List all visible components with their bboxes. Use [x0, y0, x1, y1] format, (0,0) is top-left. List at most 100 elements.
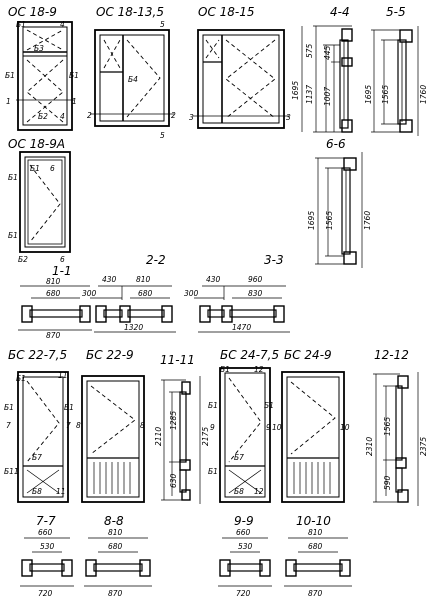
mark-3: 3	[286, 113, 291, 122]
mark-b2: Б2	[38, 112, 48, 121]
mark-3: 3	[189, 113, 194, 122]
section-9-9	[218, 537, 272, 587]
mark-5: 5	[160, 20, 165, 29]
mark-10: 10	[272, 423, 282, 432]
mark-b1: Б1	[30, 164, 40, 173]
section-6-6	[315, 152, 363, 268]
dim-720: 720	[236, 589, 251, 598]
dim-680: 680	[108, 542, 123, 551]
title-bc-24-9: БС 24-9	[284, 348, 332, 362]
section-label-11-11: 11-11	[160, 353, 195, 367]
mark-b1: Б1	[4, 403, 14, 412]
section-label-7-7: 7-7	[36, 514, 56, 528]
mark-b4: Б4	[128, 75, 138, 84]
lower-panel-grille	[93, 462, 131, 494]
mark-2: 2	[171, 111, 176, 120]
dim-810: 810	[308, 528, 323, 537]
mark-10: 10	[340, 423, 350, 432]
mark-11: 11	[56, 487, 66, 496]
mark-12: 12	[254, 365, 264, 374]
section-11-11	[161, 376, 201, 504]
mark-b1: Б1	[208, 467, 218, 476]
title-bc-22-9: БС 22-9	[86, 348, 134, 362]
dim-2110: 2110	[154, 427, 163, 446]
mark-b1: Б1	[16, 20, 26, 29]
dim-1695: 1695	[364, 85, 373, 104]
dim-300: 300	[82, 289, 97, 298]
dim-720: 720	[38, 589, 53, 598]
dim-1695: 1695	[307, 211, 316, 230]
dim-660: 660	[236, 528, 251, 537]
door-bc-22-9	[81, 375, 145, 503]
mark-7: 7	[66, 421, 71, 430]
section-label-9-9: 9-9	[234, 514, 254, 528]
title-bc-24-7-5: БС 24-7,5	[220, 348, 279, 362]
mark-b7: Б7	[234, 453, 244, 462]
door-bc-24-9	[281, 371, 345, 503]
mark-b1: Б1	[16, 374, 26, 383]
mark-12: 12	[254, 487, 264, 496]
section-3-3	[194, 285, 290, 333]
mark-b1: Б1	[69, 71, 79, 80]
section-2-2	[90, 285, 176, 333]
dim-1565: 1565	[325, 211, 334, 230]
dim-1137: 1137	[305, 85, 314, 104]
dim-1695: 1695	[291, 81, 300, 100]
section-label-10-10: 10-10	[296, 514, 331, 528]
dim-1285: 1285	[169, 411, 178, 430]
dim-590: 590	[383, 475, 392, 490]
section-4-4	[313, 25, 353, 133]
dim-960: 960	[248, 275, 263, 284]
dim-810: 810	[136, 275, 151, 284]
dim-830: 830	[248, 289, 263, 298]
section-label-4-4: 4-4	[330, 5, 350, 19]
mark-6: 6	[50, 164, 55, 173]
dim-1760: 1760	[419, 85, 428, 104]
title-oc-18-9a: ОС 18-9А	[8, 137, 65, 151]
dim-870: 870	[108, 589, 123, 598]
title-oc-18-9: ОС 18-9	[8, 5, 57, 19]
dim-1320: 1320	[124, 323, 143, 332]
section-1-1	[18, 285, 92, 331]
section-label-12-12: 12-12	[374, 348, 409, 362]
dim-1565: 1565	[383, 417, 392, 436]
window-oc-18-13-5	[90, 29, 174, 127]
dim-530: 530	[238, 542, 253, 551]
dim-870: 870	[46, 331, 61, 340]
section-7-7	[20, 537, 74, 587]
mark-b2: Б2	[18, 255, 28, 264]
dim-2175: 2175	[201, 427, 210, 446]
dim-870: 870	[308, 589, 323, 598]
dim-575: 575	[305, 43, 314, 58]
mark-7: 7	[6, 421, 11, 430]
window-oc-18-9a	[19, 151, 71, 253]
mark-b1: Б1	[208, 401, 218, 410]
dim-530: 530	[40, 542, 55, 551]
mark-4: 4	[60, 112, 65, 121]
section-8-8	[84, 537, 152, 587]
mark-b3: Б3	[34, 44, 44, 53]
dim-2375: 2375	[419, 437, 428, 456]
dim-445: 445	[323, 45, 332, 60]
title-oc-18-13-5: ОС 18-13,5	[96, 5, 164, 19]
section-12-12	[373, 372, 419, 506]
lower-panel-grille	[293, 462, 331, 494]
mark-b1: Б1	[264, 401, 274, 410]
mark-2: 2	[87, 111, 92, 120]
mark-4: 4	[60, 20, 65, 29]
mark-8: 8	[76, 421, 81, 430]
mark-b1: Б1	[8, 231, 18, 240]
window-oc-18-15	[193, 29, 289, 129]
section-label-1-1: 1-1	[52, 264, 72, 278]
dim-660: 660	[38, 528, 53, 537]
section-5-5	[371, 26, 419, 136]
door-bc-24-7-5	[219, 367, 271, 503]
mark-5: 5	[160, 131, 165, 140]
mark-11: 11	[58, 371, 68, 380]
dim-810: 810	[108, 528, 123, 537]
dim-300: 300	[184, 289, 199, 298]
section-label-2-2: 2-2	[146, 253, 166, 267]
mark-b8: Б8	[32, 487, 42, 496]
dim-630: 630	[169, 473, 178, 488]
